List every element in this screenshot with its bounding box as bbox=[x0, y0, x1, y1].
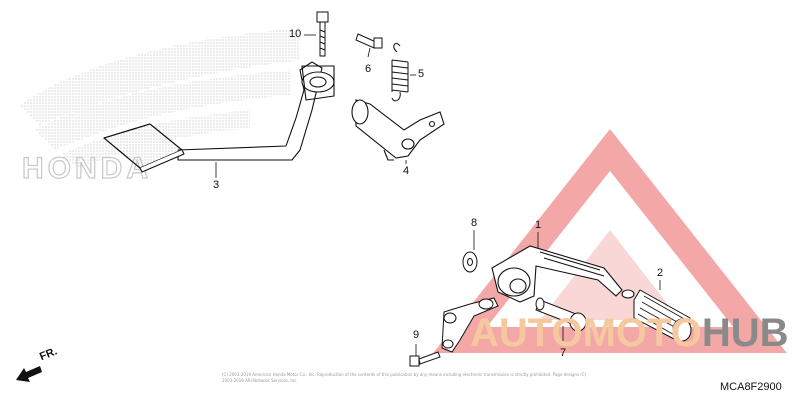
bolt-10 bbox=[316, 11, 329, 57]
watermark-text: AUTOMOTOHUB bbox=[470, 313, 789, 353]
callout-2: 2 bbox=[657, 267, 664, 279]
callout-1: 1 bbox=[535, 219, 542, 231]
watermark-text-part2: HUB bbox=[701, 311, 789, 355]
spring-5 bbox=[391, 43, 409, 102]
front-direction-arrow bbox=[16, 366, 42, 382]
bolt-9 bbox=[409, 351, 441, 367]
callout-8: 8 bbox=[471, 217, 478, 229]
callout-9: 9 bbox=[413, 329, 420, 341]
callout-4: 4 bbox=[403, 165, 410, 177]
leader-lines bbox=[215, 34, 661, 356]
footrest-rubber-2 bbox=[633, 289, 692, 342]
copyright-notice: (C) 2003-2019 American Honda Motor Co., … bbox=[222, 372, 587, 383]
callout-7: 7 bbox=[560, 347, 567, 359]
linkage bbox=[441, 297, 499, 353]
step-bracket-1 bbox=[491, 245, 635, 303]
washer-8 bbox=[462, 251, 478, 273]
callout-10: 10 bbox=[289, 28, 302, 40]
diagram-code: MCA8F2900 bbox=[720, 381, 782, 393]
callout-3: 3 bbox=[213, 179, 220, 191]
brake-pedal bbox=[103, 61, 335, 173]
callout-5: 5 bbox=[418, 68, 425, 80]
callout-6: 6 bbox=[365, 63, 372, 75]
pivot-arm-4 bbox=[351, 99, 445, 161]
bolt-6 bbox=[355, 33, 383, 49]
watermark-text-part1: AUTOMOTO bbox=[470, 311, 702, 355]
pin-7 bbox=[535, 297, 587, 332]
